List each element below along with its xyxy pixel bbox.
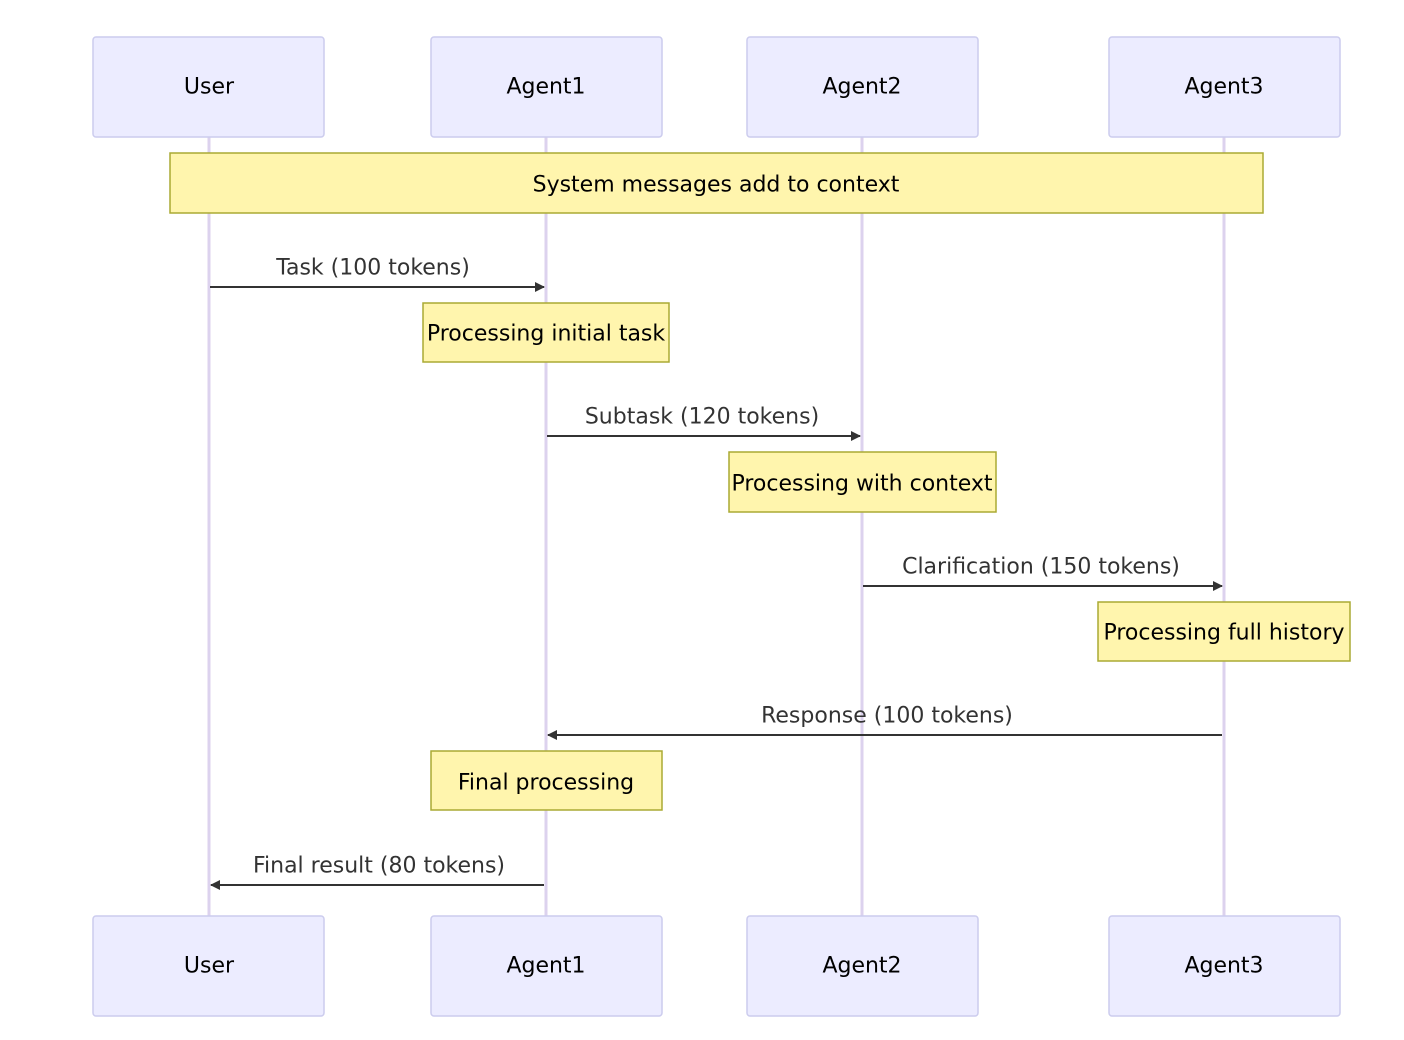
actor-agent3-bottom-label: Agent3: [1184, 954, 1263, 979]
actor-agent3-top: Agent3: [1108, 36, 1341, 138]
actor-user-top-label: User: [184, 75, 235, 100]
note-agent3-history-text: Processing full history: [1103, 621, 1344, 646]
actor-agent1-bottom: Agent1: [430, 915, 663, 1017]
actor-user-bottom: User: [92, 915, 325, 1017]
message-task: Task (100 tokens): [210, 256, 545, 292]
message-subtask-label: Subtask (120 tokens): [585, 405, 819, 430]
note-agent2-context: Processing with context: [728, 451, 997, 513]
actor-agent1-top-label: Agent1: [506, 75, 585, 100]
message-response: Response (100 tokens): [547, 704, 1222, 740]
note-agent2-context-text: Processing with context: [731, 472, 992, 497]
actor-agent2-top: Agent2: [746, 36, 979, 138]
note-agent3-history: Processing full history: [1097, 601, 1351, 662]
actor-user-top: User: [92, 36, 325, 138]
actor-agent2-top-label: Agent2: [822, 75, 901, 100]
actor-agent3-top-label: Agent3: [1184, 75, 1263, 100]
actor-agent3-bottom: Agent3: [1108, 915, 1341, 1017]
note-system-text: System messages add to context: [533, 173, 900, 198]
message-final-result: Final result (80 tokens): [210, 854, 544, 890]
message-clarification: Clarification (150 tokens): [863, 555, 1223, 591]
note-agent1-initial-text: Processing initial task: [427, 322, 666, 347]
note-system: System messages add to context: [169, 152, 1264, 214]
message-final-result-label: Final result (80 tokens): [253, 854, 505, 879]
actor-agent1-bottom-label: Agent1: [506, 954, 585, 979]
message-task-label: Task (100 tokens): [275, 256, 470, 281]
message-subtask: Subtask (120 tokens): [547, 405, 861, 441]
message-clarification-label: Clarification (150 tokens): [902, 555, 1180, 580]
actor-agent2-bottom-label: Agent2: [822, 954, 901, 979]
actor-agent2-bottom: Agent2: [746, 915, 979, 1017]
note-agent1-final: Final processing: [430, 750, 663, 811]
actor-user-bottom-label: User: [184, 954, 235, 979]
message-response-label: Response (100 tokens): [761, 704, 1013, 729]
note-agent1-initial: Processing initial task: [422, 302, 670, 363]
note-agent1-final-text: Final processing: [458, 771, 634, 796]
actor-agent1-top: Agent1: [430, 36, 663, 138]
